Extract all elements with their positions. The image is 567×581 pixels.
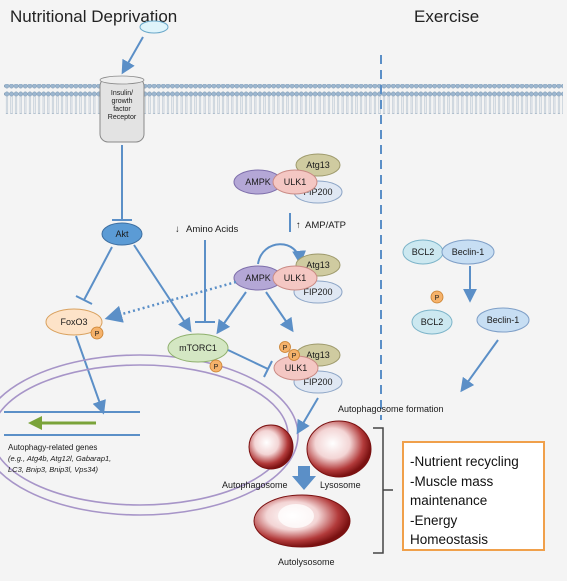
autolysosome-core [278, 504, 314, 528]
autophagosome-label: Autophagosome [222, 480, 288, 490]
autolysosome-label: Autolysosome [278, 557, 335, 567]
ulk1-node-mid [272, 265, 318, 291]
akt-foxo3-line [83, 246, 113, 301]
receptor-label-1: Insulin/ [111, 90, 133, 97]
beclin1-node-bottom [476, 307, 530, 333]
ulk1-phospho-label-2: P [292, 353, 297, 360]
fip200-label-bottom: FIP200 [303, 377, 332, 387]
receptor-label-2: growth [111, 98, 132, 105]
akt-node [101, 222, 143, 246]
nucleus-outer [0, 354, 299, 516]
akt-foxo3-bar [75, 295, 93, 305]
ulk1-node-top [272, 169, 318, 195]
outcome-bracket [373, 427, 393, 554]
outcome-line-4: -Energy [410, 513, 458, 528]
ulk1-phospho-label-1: P [283, 345, 288, 352]
lysosome-label: Lysosome [320, 480, 361, 490]
akt-label: Akt [115, 229, 129, 239]
mtorc1-ulk1-line [227, 349, 269, 370]
mtorc1-ulk1-bar [263, 360, 273, 378]
bcl2-node-bottom [411, 309, 453, 335]
genes-line-1: (e.g., Atg4b, Atg12l, Gabarap1, [8, 454, 111, 463]
fip200-label-mid: FIP200 [303, 287, 332, 297]
ampk-label-mid: AMPK [245, 273, 271, 283]
amino-acids-label: Amino Acids [186, 224, 239, 235]
outcome-box [402, 441, 545, 551]
ampk-foxo3-dotted-arrow [104, 280, 237, 323]
receptor-top [99, 75, 145, 85]
amp-atp-arrow-glyph: ↑ [296, 220, 301, 231]
ampk-ulk1-activation-arc [257, 243, 307, 265]
ulk1-label-bottom: ULK1 [285, 363, 308, 373]
mtorc1-node [167, 333, 229, 363]
beclin1-autophagosome-arrow [460, 339, 499, 393]
autophagosome-vesicle [248, 424, 294, 470]
receptor-label-4: Receptor [108, 114, 137, 121]
foxo3-node [45, 308, 103, 336]
bcl2-label-bottom: BCL2 [421, 317, 444, 327]
foxo3-label: FoxO3 [60, 317, 87, 327]
outcome-line-3: maintenance [410, 493, 487, 508]
lysosome-vesicle [306, 420, 372, 478]
outcome-line-2: -Muscle mass [410, 474, 494, 489]
beclin1-node-top [441, 239, 495, 265]
foxo3-phospho-label: P [95, 331, 100, 338]
outcome-line-1: -Nutrient recycling [410, 454, 519, 469]
ampk-ulk1-arrow [265, 291, 294, 333]
title-nutritional-deprivation: Nutritional Deprivation [10, 7, 177, 26]
ampk-mtorc1-arrow [216, 291, 247, 335]
ampk-label-top: AMPK [245, 177, 271, 187]
beclin1-label-top: Beclin-1 [452, 247, 485, 257]
outcome-line-5: Homeostasis [410, 532, 488, 547]
akt-mtorc1-arrow [133, 244, 192, 333]
bcl2-phospho-label: P [435, 295, 440, 302]
genes-title: Autophagy-related genes [8, 443, 97, 452]
fusion-arrow [292, 466, 316, 490]
ligand [139, 20, 169, 34]
atg13-node-top [295, 153, 341, 177]
fip200-label-top: FIP200 [303, 187, 332, 197]
genes-line-2: LC3, Bnip3, Bnip3l, Vps34) [8, 465, 99, 474]
amp-atp-label: AMP/ATP [305, 220, 346, 231]
cell-membrane [4, 84, 563, 114]
ulk1-label-top: ULK1 [284, 177, 307, 187]
atg13-label-top: Atg13 [306, 160, 330, 170]
beclin1-label-bottom: Beclin-1 [487, 315, 520, 325]
mtorc1-label: mTORC1 [179, 343, 217, 353]
transcription-arrowhead [28, 416, 42, 430]
foxo3-phospho-badge [90, 326, 104, 340]
bcl2-phospho-badge [430, 290, 444, 304]
receptor-label-3: factor [113, 106, 131, 113]
ulk1-phospho-badge-1 [279, 341, 291, 353]
foxo3-nucleus-arrow [75, 335, 106, 415]
autophagosome-formation-label: Autophagosome formation [338, 404, 444, 414]
atg13-label-bottom: Atg13 [306, 350, 330, 360]
ulk1-autophagosome-arrow [296, 397, 319, 435]
mtorc1-phospho-badge [209, 359, 223, 373]
atg13-label-mid: Atg13 [306, 260, 330, 270]
ligand-arrow [121, 36, 144, 75]
title-exercise: Exercise [414, 7, 479, 26]
mtorc1-phospho-label: P [214, 364, 219, 371]
bcl2-label-top: BCL2 [412, 247, 435, 257]
amino-acids-arrow-glyph: ↓ [175, 224, 180, 235]
ulk1-label-mid: ULK1 [284, 273, 307, 283]
ulk1-phospho-badge-2 [288, 349, 300, 361]
